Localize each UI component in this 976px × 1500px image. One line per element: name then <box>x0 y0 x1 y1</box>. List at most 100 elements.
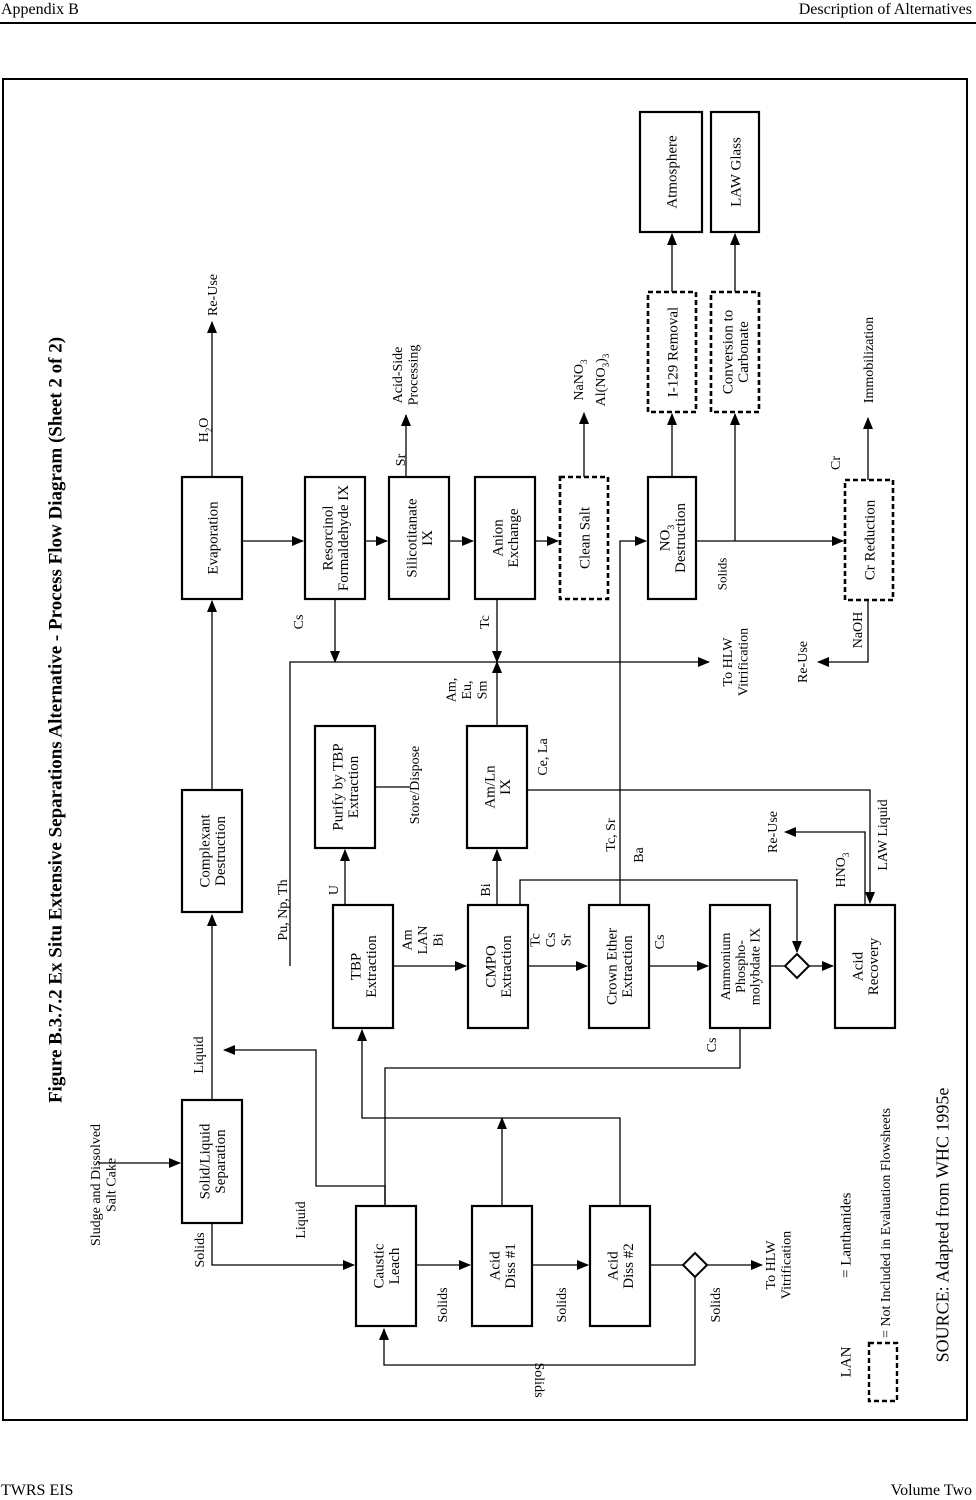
svg-text:Extraction: Extraction <box>620 935 636 998</box>
svg-text:Crown Ether: Crown Ether <box>604 928 620 1005</box>
svg-text:HNO3: HNO3 <box>834 852 851 887</box>
box-label-clean-salt: Clean Salt <box>577 506 593 569</box>
svg-text:NaOH: NaOH <box>851 612 866 649</box>
svg-text:To HLW: To HLW <box>721 637 736 687</box>
flow-line <box>619 536 647 905</box>
svg-text:Evaporation: Evaporation <box>205 501 221 575</box>
svg-text:Conversion to: Conversion to <box>720 310 736 395</box>
svg-text:= Not Included in Evaluation F: = Not Included in Evaluation Flowsheets <box>879 1108 894 1338</box>
box-tbp <box>331 903 395 1030</box>
label-ce-la: Ce, La <box>536 738 551 776</box>
flow-line <box>379 1277 696 1366</box>
label-ba: Ba <box>632 846 647 862</box>
svg-text:Liquid: Liquid <box>192 1036 207 1073</box>
acid-recovery-diamond <box>783 952 811 980</box>
svg-text:NO3: NO3 <box>657 525 677 552</box>
svg-text:Solids: Solids <box>555 1287 570 1322</box>
svg-text:Solids: Solids <box>709 1287 724 1322</box>
box-crown <box>587 903 651 1030</box>
svg-text:Silicotitanate: Silicotitanate <box>404 498 420 577</box>
svg-text:LAW Liquid: LAW Liquid <box>876 799 891 870</box>
label-tc: Tc <box>478 615 493 629</box>
svg-text:molybdate IX: molybdate IX <box>749 928 764 1005</box>
legend-dashed-box <box>867 1341 899 1403</box>
flow-line <box>211 1223 355 1270</box>
box-complexant <box>180 788 244 914</box>
box-label-law-glass: LAW Glass <box>728 137 744 207</box>
flow-line <box>817 600 869 667</box>
svg-text:Acid-Side: Acid-Side <box>391 347 406 404</box>
svg-text:Re-Use: Re-Use <box>206 274 221 316</box>
box-i129 <box>646 290 698 414</box>
svg-text:Immobilization: Immobilization <box>862 317 877 403</box>
svg-text:NaNO3: NaNO3 <box>572 359 589 401</box>
figure-title: Figure B.3.7.2 Ex Situ Extensive Separat… <box>46 337 67 1103</box>
label-sr: Sr <box>394 453 409 466</box>
svg-text:Vitrification: Vitrification <box>780 1231 795 1299</box>
svg-text:Tc: Tc <box>478 615 493 629</box>
label-cr: Cr <box>829 456 844 470</box>
svg-text:Am: Am <box>401 929 416 950</box>
solids-splitter-diamond <box>681 1251 709 1279</box>
svg-text:Anion: Anion <box>490 519 506 557</box>
svg-text:Cs: Cs <box>653 935 668 950</box>
box-evaporation <box>180 475 244 601</box>
svg-text:LAW Glass: LAW Glass <box>728 137 744 207</box>
svg-text:Acid: Acid <box>850 951 866 981</box>
svg-text:To HLW: To HLW <box>764 1240 779 1290</box>
flow-line <box>223 1045 386 1206</box>
box-ammonium <box>708 903 772 1030</box>
svg-text:Am,: Am, <box>445 678 460 703</box>
svg-text:Extraction: Extraction <box>364 935 380 998</box>
svg-text:Solids: Solids <box>715 558 730 591</box>
label-cs-2: Cs <box>705 1038 720 1053</box>
flow-line <box>357 1029 621 1206</box>
footer-left: TWRS EIS <box>1 1482 74 1499</box>
legend-dashed-def: = Not Included in Evaluation Flowsheets <box>879 1108 894 1338</box>
svg-text:Diss #2: Diss #2 <box>621 1243 637 1288</box>
label-bi: Bi <box>479 883 494 896</box>
label-u: U <box>327 885 342 895</box>
svg-text:Phospho-: Phospho- <box>734 940 749 993</box>
svg-text:Eu,: Eu, <box>460 680 475 699</box>
legend-lan-abbrev: LAN <box>838 1346 854 1377</box>
svg-text:Extraction: Extraction <box>346 755 362 818</box>
header-right: Description of Alternatives <box>798 1 972 18</box>
label-h2o: H2O <box>197 418 214 443</box>
box-label-cr-reduction: Cr Reduction <box>862 499 878 580</box>
box-cr-reduction <box>843 478 895 602</box>
svg-text:Solids: Solids <box>436 1287 451 1322</box>
label-liquid-2: Liquid <box>294 1201 309 1238</box>
svg-text:Processing: Processing <box>407 345 422 406</box>
label-solids-1: Solids <box>193 1232 208 1267</box>
label-cs-3: Cs <box>292 615 307 630</box>
label-law-liquid: LAW Liquid <box>876 799 891 870</box>
svg-text:Extraction: Extraction <box>499 935 515 998</box>
svg-text:Re-Use: Re-Use <box>796 641 811 683</box>
svg-text:Sr: Sr <box>394 453 409 466</box>
box-acid2 <box>588 1204 652 1328</box>
svg-text:Sludge and Dissolved: Sludge and Dissolved <box>89 1124 104 1246</box>
svg-text:Ce, La: Ce, La <box>536 738 551 776</box>
label-am-eu-sm: Am,Eu,Sm <box>445 678 491 703</box>
svg-text:CMPO: CMPO <box>483 945 499 988</box>
label-solids-4: Solids <box>709 1287 724 1322</box>
label-solids-recycle: Solids <box>531 1362 546 1397</box>
svg-text:SOURCE: Adapted from WHC 1995: SOURCE: Adapted from WHC 1995e <box>932 1088 952 1363</box>
label-re-use-2: Re-Use <box>796 641 811 683</box>
box-conversion <box>709 290 761 414</box>
svg-text:Sm: Sm <box>475 681 490 700</box>
box-purify <box>313 724 377 850</box>
svg-text:Cs: Cs <box>544 933 559 948</box>
flow-line <box>289 657 710 966</box>
svg-text:Acid: Acid <box>487 1251 503 1281</box>
box-label-evaporation: Evaporation <box>205 501 221 575</box>
figure-frame <box>2 78 968 1421</box>
flow-line <box>384 1028 741 1206</box>
